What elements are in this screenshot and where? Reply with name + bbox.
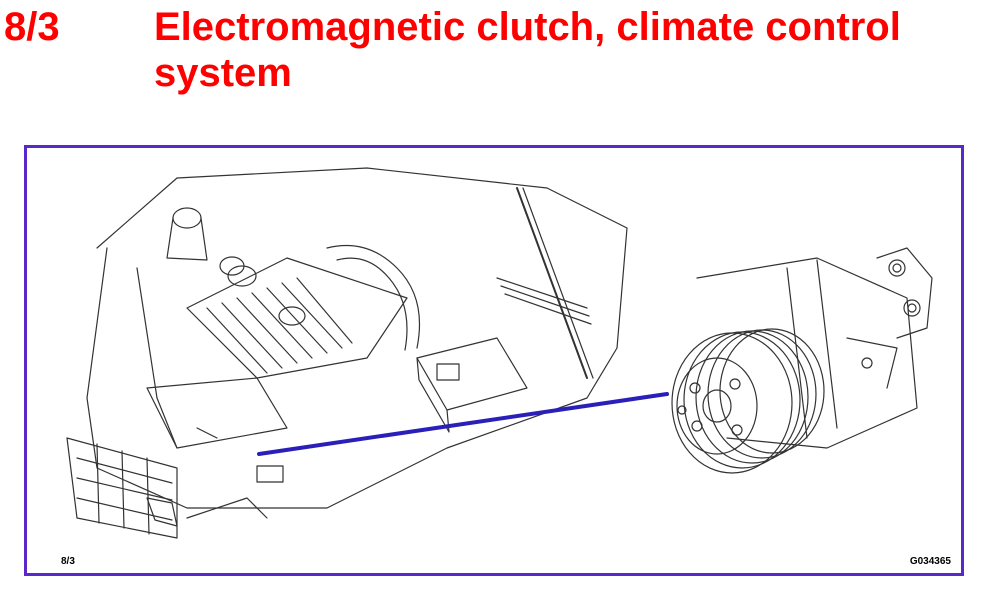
leader-line bbox=[257, 392, 669, 456]
page-title: Electromagnetic clutch, climate control … bbox=[154, 5, 901, 95]
section-number: 8/3 bbox=[4, 5, 60, 49]
engine-illustration bbox=[66, 167, 933, 539]
figure-frame: 8/3 G034365 bbox=[24, 145, 964, 576]
figure-label-left: 8/3 bbox=[61, 556, 75, 567]
figure-label-right: G034365 bbox=[909, 556, 951, 567]
